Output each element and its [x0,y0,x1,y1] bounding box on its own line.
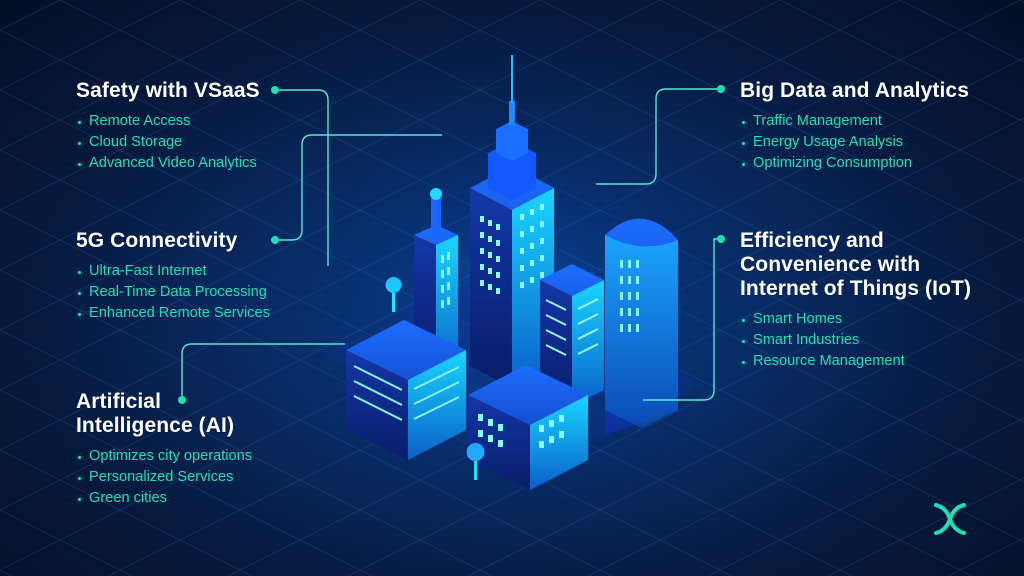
ai-section: Artificial Intelligence (AI) Optimizes c… [76,390,252,509]
g5-section: 5G Connectivity Ultra-Fast Internet Real… [76,229,270,324]
ai-bullet-green-cities: Green cities [76,488,252,509]
ai-bullet-optimizes-city-operations: Optimizes city operations [76,446,252,467]
vsaas-title: Safety with VSaaS [76,79,260,102]
iot-bullet-smart-industries: Smart Industries [740,330,971,351]
iot-bullets: Smart Homes Smart Industries Resource Ma… [740,309,971,372]
city-glow [290,120,730,510]
bigdata-bullet-energy-usage-analysis: Energy Usage Analysis [740,132,969,153]
vsaas-bullet-remote-access: Remote Access [76,111,260,132]
bigdata-section: Big Data and Analytics Traffic Managemen… [740,79,969,174]
brand-logo-icon [934,503,966,535]
g5-title: 5G Connectivity [76,229,238,252]
ai-bullet-personalized-services: Personalized Services [76,467,252,488]
vsaas-bullet-cloud-storage: Cloud Storage [76,132,260,153]
ai-title-line-2: Intelligence (AI) [76,414,235,437]
g5-bullet-enhanced-remote-services: Enhanced Remote Services [76,303,270,324]
iot-bullet-smart-homes: Smart Homes [740,309,971,330]
connector-dot-icon [717,85,725,93]
bigdata-bullet-optimizing-consumption: Optimizing Consumption [740,153,969,174]
vsaas-bullets: Remote Access Cloud Storage Advanced Vid… [76,111,260,174]
iot-title-line-2: Convenience with [740,253,921,276]
iot-section: Efficiency and Convenience with Internet… [740,229,971,372]
g5-bullet-ultra-fast-internet: Ultra-Fast Internet [76,261,270,282]
g5-bullet-real-time-data-processing: Real-Time Data Processing [76,282,270,303]
bigdata-bullets: Traffic Management Energy Usage Analysis… [740,111,969,174]
iot-bullet-resource-management: Resource Management [740,351,971,372]
vsaas-bullet-advanced-video-analytics: Advanced Video Analytics [76,153,260,174]
ai-bullets: Optimizes city operations Personalized S… [76,446,252,509]
bigdata-title: Big Data and Analytics [740,79,969,102]
connector-dot-icon [271,236,279,244]
g5-bullets: Ultra-Fast Internet Real-Time Data Proce… [76,261,270,324]
connector-dot-icon [717,235,725,243]
vsaas-section: Safety with VSaaS Remote Access Cloud St… [76,79,260,174]
bigdata-bullet-traffic-management: Traffic Management [740,111,969,132]
iot-title-line-1: Efficiency and [740,229,884,252]
ai-title-line-1: Artificial [76,390,162,413]
iot-title-line-3: Internet of Things (IoT) [740,277,972,300]
connector-dot-icon [271,86,279,94]
